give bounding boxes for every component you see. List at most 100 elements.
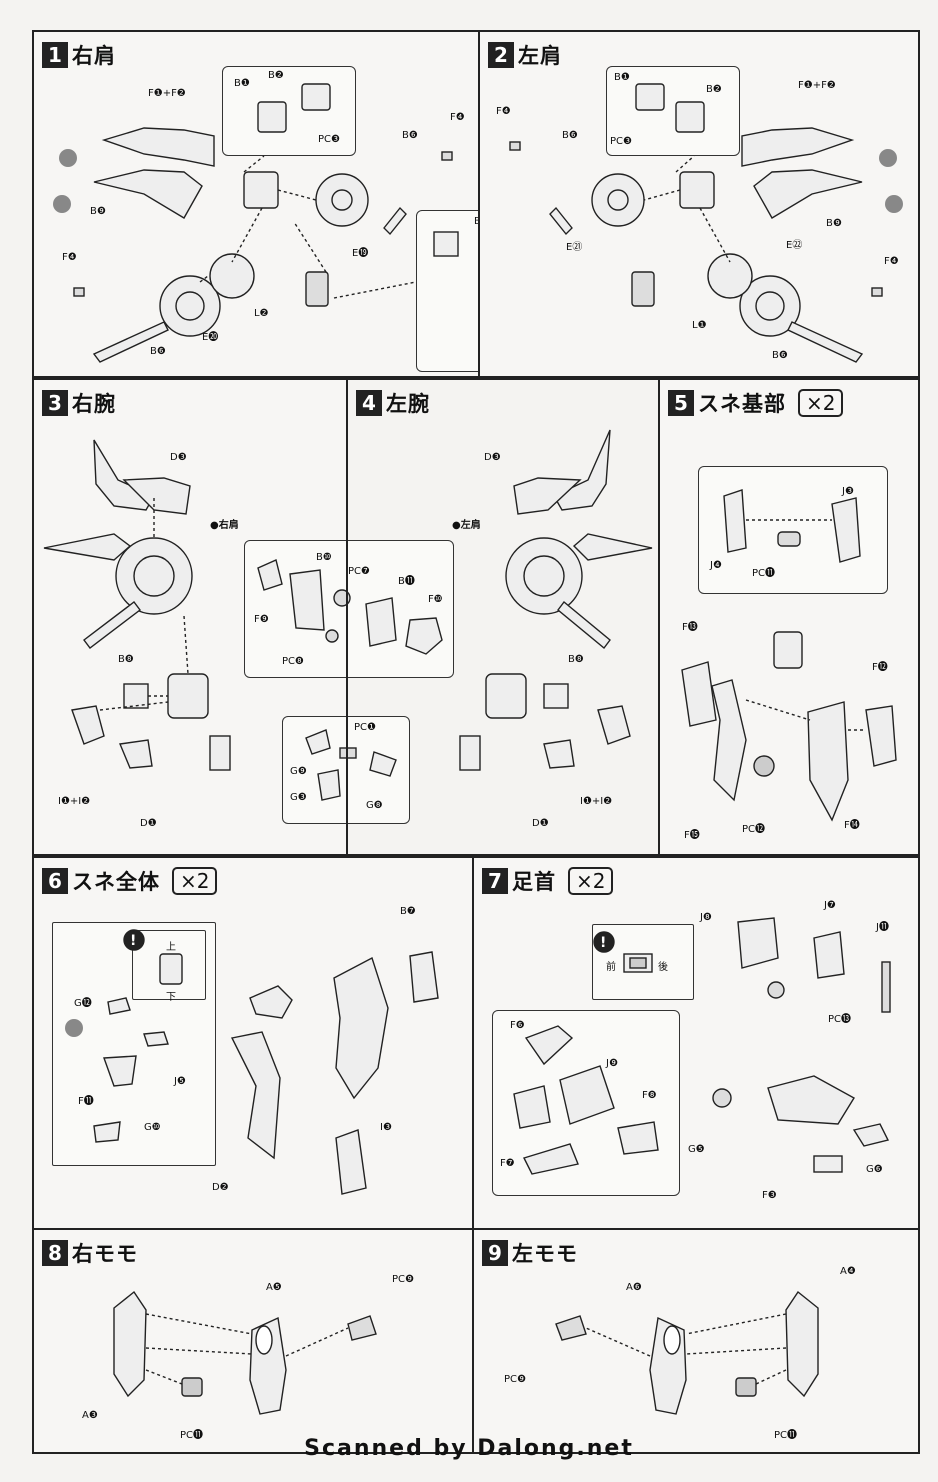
step-number: 2 — [488, 42, 514, 68]
quantity-badge: ×2 — [172, 867, 218, 895]
part-label: PC⓫ — [774, 1430, 798, 1441]
part-label: ●右肩 — [210, 520, 239, 531]
step-title: 左肩 — [518, 44, 562, 68]
part-label: I❶+I❷ — [58, 796, 91, 807]
part-label: G❺ — [688, 1144, 705, 1155]
step-title: スネ全体 — [72, 870, 160, 894]
step-number: 3 — [42, 390, 68, 416]
step-1-diagram — [53, 83, 459, 363]
part-label: B❿ — [316, 552, 332, 563]
part-label: F⓮ — [844, 820, 860, 831]
part-label: PC❸ — [318, 134, 340, 145]
step-3-header: 3 右腕 — [42, 388, 116, 418]
part-label: F⓬ — [872, 662, 888, 673]
part-label: PC⓭ — [828, 1014, 852, 1025]
step-2-diagram — [509, 83, 903, 363]
part-label: B❾ — [826, 218, 842, 229]
part-label: PC❾ — [392, 1274, 414, 1285]
part-label: F⓭ — [682, 622, 698, 633]
part-label: E㉒ — [786, 240, 803, 251]
step-number: 5 — [668, 390, 694, 416]
step-title: スネ基部 — [698, 392, 786, 416]
step-7-diagram: ! — [513, 917, 891, 1175]
step-6-diagram: ! — [65, 929, 439, 1195]
part-label: F⓫ — [78, 1096, 94, 1107]
part-label: J❺ — [174, 1076, 186, 1087]
part-label: B❽ — [118, 654, 134, 665]
step-4-header: 4 左腕 — [356, 388, 430, 418]
part-label: F❹ — [884, 256, 899, 267]
part-label: G⓬ — [74, 998, 92, 1009]
part-label: 前 — [606, 962, 616, 973]
part-label: B❻ — [772, 350, 788, 361]
step-title: 左腕 — [386, 392, 430, 416]
step-1-header: 1 右肩 — [42, 40, 116, 70]
quantity-badge: ×2 — [568, 867, 614, 895]
part-label: PC❽ — [282, 656, 304, 667]
step-7-header: 7 足首 ×2 — [482, 866, 614, 896]
part-label: B❼ — [400, 906, 416, 917]
step-6-panel: 6 スネ全体 ×2 ! 上 下 G⓬ J❺ F⓫ G❿ B❼ I❸ D❷ — [32, 856, 474, 1230]
step-9-diagram — [555, 1290, 819, 1415]
part-label: PC⓫ — [752, 568, 776, 579]
step-7-panel: 7 足首 ×2 ! 前 後 J❽ J❼ J⓫ PC⓭ F❻ J❾ — [472, 856, 920, 1230]
step-8-panel: 8 右モモ A❺ PC❾ A❸ PC⓫ — [32, 1228, 474, 1454]
step-1-panel: 1 右肩 F❶+F❷ B❶ B❷ PC❸ B❻ F❹ — [32, 30, 508, 378]
part-label: L❶ — [692, 320, 707, 331]
part-label: B❻ — [562, 130, 578, 141]
step-2-header: 2 左肩 — [488, 40, 562, 70]
part-label: B❷ — [268, 70, 284, 81]
part-label: I❸ — [380, 1122, 392, 1133]
caution-icon: ! — [130, 933, 136, 949]
step-number: 6 — [42, 868, 68, 894]
part-label: F❶+F❷ — [798, 80, 836, 91]
part-label: PC❸ — [610, 136, 632, 147]
part-label: J⓫ — [876, 922, 889, 933]
part-label: D❶ — [140, 818, 157, 829]
part-label: J❾ — [606, 1058, 618, 1069]
part-label: B❻ — [402, 130, 418, 141]
part-label: G❽ — [366, 800, 383, 811]
part-label: F❾ — [254, 614, 269, 625]
part-label: B❻ — [150, 346, 166, 357]
part-label: B❶ — [614, 72, 630, 83]
part-label: E⓴ — [202, 332, 219, 343]
step-4-panel: 4 左腕 D❸ ●左肩 B❽ D❶ I❶+I❷ — [346, 378, 660, 856]
step-number: 1 — [42, 42, 68, 68]
part-label: 上 — [166, 942, 176, 953]
step-number: 7 — [482, 868, 508, 894]
step-title: 右肩 — [72, 44, 116, 68]
part-label: G❾ — [290, 766, 307, 777]
part-label: PC❶ — [354, 722, 376, 733]
part-label: D❸ — [484, 452, 501, 463]
step-6-header: 6 スネ全体 ×2 — [42, 866, 218, 896]
detail-box-shoulder — [606, 66, 740, 156]
part-label: A❹ — [840, 1266, 856, 1277]
part-label: PC❼ — [348, 566, 370, 577]
part-label: F❹ — [496, 106, 511, 117]
part-label: F❹ — [62, 252, 77, 263]
part-label: F❶+F❷ — [148, 88, 186, 99]
part-label: F⓯ — [684, 830, 700, 841]
step-title: 右モモ — [72, 1242, 138, 1266]
part-label: 下 — [166, 992, 176, 1003]
step-8-diagram — [113, 1290, 377, 1415]
part-label: J❽ — [700, 912, 712, 923]
caution-icon: ! — [600, 935, 606, 951]
step-5-panel: 5 スネ基部 ×2 J❸ J❹ PC⓫ F⓭ F⓬ F⓯ PC⓬ F⓮ — [658, 378, 920, 856]
step-number: 9 — [482, 1240, 508, 1266]
step-number: 8 — [42, 1240, 68, 1266]
step-number: 4 — [356, 390, 382, 416]
step-title: 足首 — [512, 870, 556, 894]
step-4-diagram — [459, 429, 653, 771]
part-label: G❸ — [290, 792, 307, 803]
part-label: F❿ — [428, 594, 443, 605]
part-label: F❹ — [450, 112, 465, 123]
step-5-header: 5 スネ基部 ×2 — [668, 388, 844, 418]
scan-credit: Scanned by Dalong.net — [304, 1436, 634, 1461]
part-label: G❻ — [866, 1164, 883, 1175]
part-label: J❼ — [824, 900, 836, 911]
part-label: B❷ — [706, 84, 722, 95]
part-label: J❹ — [710, 560, 722, 571]
part-label: A❻ — [626, 1282, 642, 1293]
